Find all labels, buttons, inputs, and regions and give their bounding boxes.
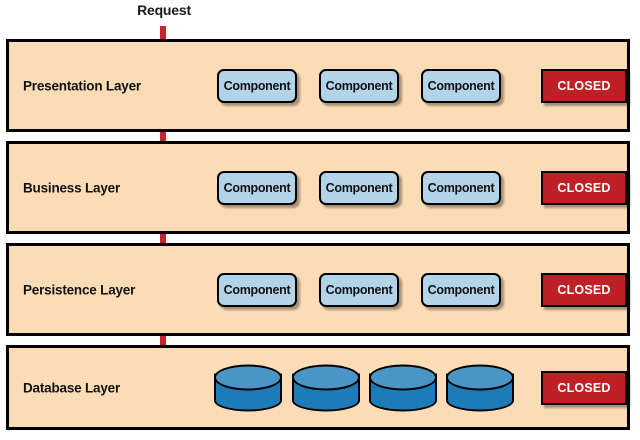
- layer-label-presentation: Presentation Layer: [23, 78, 141, 93]
- component-box[interactable]: Component: [217, 68, 297, 103]
- database-cylinder[interactable]: [446, 364, 514, 411]
- component-box[interactable]: Component: [319, 170, 399, 205]
- layer-label-business: Business Layer: [23, 180, 120, 195]
- cylinder-top: [446, 364, 514, 390]
- component-box[interactable]: Component: [421, 68, 501, 103]
- database-cylinder[interactable]: [369, 364, 437, 411]
- status-badge-closed[interactable]: CLOSED: [541, 370, 627, 405]
- layer-label-persistence: Persistence Layer: [23, 282, 136, 297]
- component-box[interactable]: Component: [217, 170, 297, 205]
- layer-presentation[interactable]: Presentation Layer Component Component C…: [6, 39, 630, 132]
- layer-label-database: Database Layer: [23, 380, 121, 395]
- component-box[interactable]: Component: [319, 272, 399, 307]
- request-arrow-stem-entry: [160, 26, 166, 42]
- database-cylinder[interactable]: [292, 364, 360, 411]
- cylinder-top: [292, 364, 360, 390]
- component-box[interactable]: Component: [319, 68, 399, 103]
- layer-business[interactable]: Business Layer Component Component Compo…: [6, 141, 630, 234]
- component-box[interactable]: Component: [421, 170, 501, 205]
- component-box[interactable]: Component: [217, 272, 297, 307]
- status-badge-closed[interactable]: CLOSED: [541, 170, 627, 205]
- layer-database[interactable]: Database Layer CLOSED: [6, 345, 630, 430]
- status-badge-closed[interactable]: CLOSED: [541, 272, 627, 307]
- cylinder-top: [369, 364, 437, 390]
- layer-persistence[interactable]: Persistence Layer Component Component Co…: [6, 243, 630, 336]
- component-box[interactable]: Component: [421, 272, 501, 307]
- cylinder-top: [214, 364, 282, 390]
- request-label: Request: [137, 2, 191, 18]
- status-badge-closed[interactable]: CLOSED: [541, 68, 627, 103]
- database-cylinder[interactable]: [214, 364, 282, 411]
